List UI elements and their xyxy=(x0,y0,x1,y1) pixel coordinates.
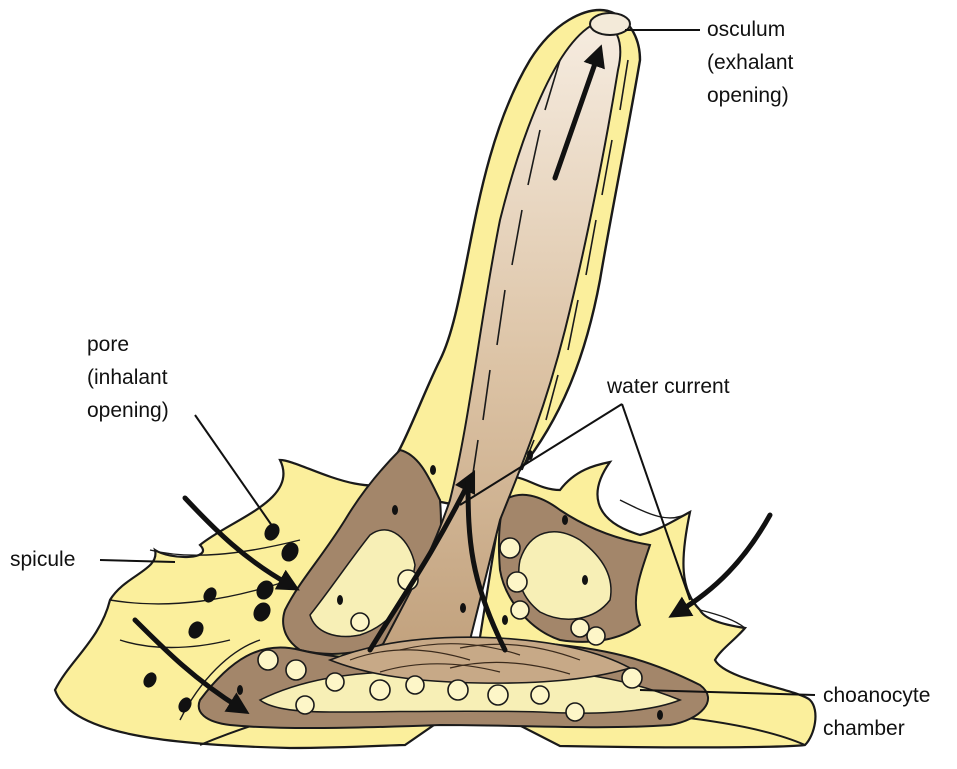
choanocyte-ring xyxy=(587,627,605,645)
choanocyte-ring xyxy=(531,686,549,704)
label-spicule: spicule xyxy=(10,548,75,571)
choanocyte-ring xyxy=(258,650,278,670)
choanocyte-ring xyxy=(500,538,520,558)
label-choanocyte-chamber: choanocyte chamber xyxy=(823,684,936,740)
choanocyte-ring xyxy=(370,680,390,700)
choanocyte-ring xyxy=(507,572,527,592)
label-osculum: osculum (exhalant opening) xyxy=(707,18,799,107)
choanocyte-ring xyxy=(326,673,344,691)
osculum-opening xyxy=(590,13,630,35)
choanocyte-ring xyxy=(622,668,642,688)
choanocyte-ring xyxy=(296,696,314,714)
choanocyte-ring xyxy=(351,613,369,631)
choanocyte-ring xyxy=(448,680,468,700)
choanocyte-ring xyxy=(566,703,584,721)
choanocyte-ring xyxy=(286,660,306,680)
label-pore: pore (inhalant opening) xyxy=(87,333,173,422)
label-water-current: water current xyxy=(606,375,730,398)
choanocyte-ring xyxy=(406,676,424,694)
leader-pore xyxy=(195,415,275,530)
choanocyte-ring xyxy=(511,601,529,619)
choanocyte-ring xyxy=(488,685,508,705)
choanocyte-ring xyxy=(571,619,589,637)
